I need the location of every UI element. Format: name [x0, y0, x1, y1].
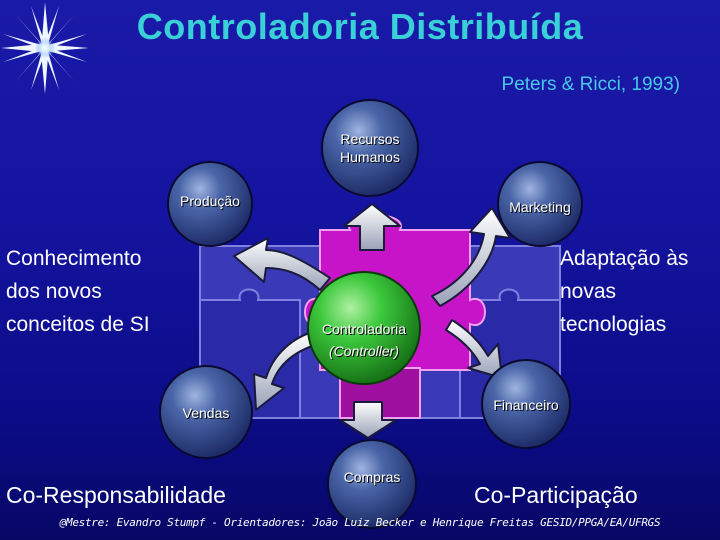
- right-note-line3: tecnologias: [560, 313, 667, 336]
- slide-title: Controladoria Distribuída: [136, 6, 584, 47]
- node-recursos-humanos: [321, 99, 419, 197]
- node-label-financeiro: Financeiro: [493, 397, 559, 413]
- node-controladoria: [307, 271, 421, 385]
- node-producao: [167, 161, 253, 247]
- node-label-rh-line1: Recursos: [340, 131, 400, 147]
- starburst-decoration: [1, 2, 89, 94]
- node-label-marketing: Marketing: [509, 199, 571, 215]
- node-marketing: [497, 161, 583, 247]
- node-label-controladoria: Controladoria (Controller): [300, 318, 428, 362]
- arrow-up-rh: [343, 203, 401, 251]
- flow-arrows: [233, 203, 511, 439]
- left-note-line2: dos novos: [6, 280, 102, 303]
- node-label-rh-line2: Humanos: [340, 149, 400, 165]
- citation: Peters & Ricci, 1993): [501, 74, 680, 95]
- arrow-curve-producao: [233, 237, 331, 291]
- left-note-line1: Conhecimento: [6, 247, 142, 270]
- node-compras: [327, 439, 417, 529]
- node-vendas: [159, 365, 253, 459]
- arrow-down-compras: [339, 401, 397, 439]
- node-label-vendas: Vendas: [182, 405, 230, 421]
- footer-credits: @Mestre: Evandro Stumpf - Orientadores: …: [59, 516, 661, 529]
- node-label-compras: Compras: [343, 469, 401, 485]
- right-note-line1: Adaptação às: [560, 247, 689, 270]
- node-financeiro: [481, 359, 571, 449]
- right-note-line2: novas: [560, 280, 617, 303]
- left-note: Conhecimento dos novos conceitos de SI: [6, 242, 206, 341]
- right-note: Adaptação às novas tecnologias: [560, 242, 720, 341]
- center-label-line1: Controladoria: [321, 321, 407, 337]
- arrow-curve-vendas: [253, 331, 319, 411]
- co-participacao-label: Co-Participação: [474, 482, 638, 508]
- node-label-recursos-humanos: Recursos Humanos: [320, 130, 420, 166]
- node-label-producao: Produção: [180, 193, 240, 209]
- arrow-curve-financeiro: [445, 319, 503, 379]
- left-note-line3: conceitos de SI: [6, 313, 150, 336]
- co-responsabilidade-label: Co-Responsabilidade: [6, 482, 226, 508]
- arrow-curve-marketing: [431, 207, 511, 307]
- center-label-line2: (Controller): [328, 343, 399, 359]
